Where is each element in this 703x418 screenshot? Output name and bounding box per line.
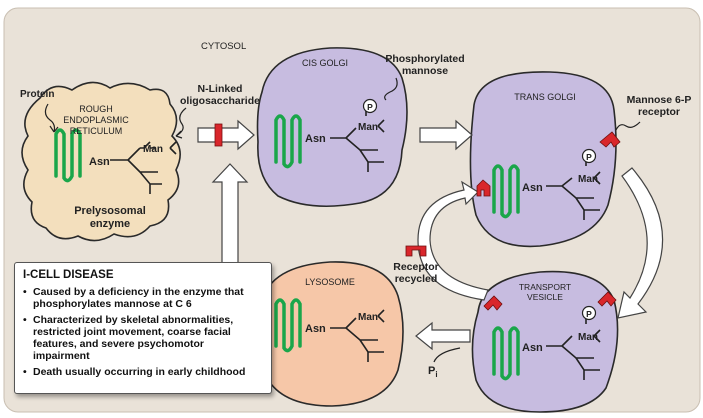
pointer-nlinked-head <box>175 130 183 139</box>
oligosaccharide-trans <box>546 158 601 220</box>
vesicle-label-1: TRANSPORT <box>519 282 571 292</box>
icell-bullet: Characterized by skeletal abnormalities,… <box>23 314 263 362</box>
oligosaccharide-lysosome <box>330 309 385 362</box>
protein-label: Protein <box>20 89 54 100</box>
protein-trans <box>492 164 520 219</box>
protein-rer <box>54 128 82 183</box>
receptor-label-1: Mannose 6-P <box>627 94 692 106</box>
icell-disease-box: I-CELL DISEASE Caused by a deficiency in… <box>14 262 272 394</box>
protein-lysosome <box>274 298 302 353</box>
vesicle-label-2: VESICLE <box>527 292 563 302</box>
pi-label: Pi <box>428 365 438 379</box>
arrow-rer-to-cis <box>197 119 255 151</box>
asn-rer: Asn <box>89 156 110 168</box>
receptor-label-2: receptor <box>638 106 680 118</box>
phosphate-cis-text: P <box>367 102 373 112</box>
rer-label-3: RETICULUM <box>70 126 123 136</box>
man-lysosome: Man <box>358 312 378 323</box>
arrow-icell-block <box>211 163 249 268</box>
man-rer: Man <box>143 144 163 155</box>
cytosol-label: CYTOSOL <box>201 41 246 52</box>
phosphorylated-label-2: mannose <box>402 65 448 77</box>
lysosome-label: LYSOSOME <box>305 277 355 287</box>
asn-trans: Asn <box>522 182 543 194</box>
phosphate-vesicle-text: P <box>586 309 592 319</box>
receptor-recycled <box>405 245 427 257</box>
rer-shape <box>21 81 181 242</box>
receptor-trans-empty <box>476 179 491 197</box>
trans-golgi-label: TRANS GOLGI <box>514 92 576 102</box>
man-cis: Man <box>358 122 378 133</box>
icell-block-marker <box>214 123 223 147</box>
asn-lysosome: Asn <box>305 323 326 335</box>
asn-cis: Asn <box>305 133 326 145</box>
pointer-receptor <box>615 121 641 131</box>
oligosaccharide-vesicle <box>546 316 601 380</box>
pointer-nlinked <box>175 107 187 137</box>
icell-bullet-list: Caused by a deficiency in the enzyme tha… <box>23 286 263 378</box>
icell-bullet: Death usually occurring in early childho… <box>23 366 263 378</box>
recycled-label-1: Receptor <box>393 261 439 273</box>
phosphorylated-label-1: Phosphorylated <box>385 53 464 65</box>
arrow-cis-to-trans <box>419 119 473 151</box>
pi-release-curve <box>433 347 461 363</box>
phosphate-trans-text: P <box>586 152 592 162</box>
phosphate-vesicle <box>581 305 597 321</box>
asn-vesicle: Asn <box>522 342 543 354</box>
phosphate-cis <box>362 98 378 114</box>
man-vesicle: Man <box>578 332 598 343</box>
pointer-protein-head <box>49 125 59 133</box>
oligosaccharide-rer <box>110 141 177 194</box>
rer-label-1: ROUGH <box>79 104 113 114</box>
arrow-trans-to-vesicle <box>617 167 664 319</box>
receptor-vesicle-left <box>483 295 503 311</box>
pointer-protein <box>44 103 56 133</box>
phosphate-trans <box>581 148 597 164</box>
prelysosomal-label-2: enzyme <box>90 218 130 230</box>
arrow-vesicle-to-lysosome <box>415 321 471 351</box>
cis-golgi-label: CIS GOLGI <box>302 58 348 68</box>
pointer-phosphorylated <box>384 77 398 101</box>
man-trans: Man <box>578 174 598 185</box>
recycled-label-2: recycled <box>395 273 438 285</box>
nlinked-label-1: N-Linked <box>198 83 243 95</box>
receptor-vesicle-right <box>597 291 617 307</box>
cis-golgi-shape <box>256 47 408 207</box>
receptor-trans-bound <box>599 131 621 148</box>
protein-vesicle <box>492 326 520 381</box>
icell-bullet: Caused by a deficiency in the enzyme tha… <box>23 286 263 310</box>
protein-cis <box>274 114 302 169</box>
prelysosomal-label-1: Prelysosomal <box>74 205 146 217</box>
rer-label-2: ENDOPLASMIC <box>63 115 129 125</box>
icell-title: I-CELL DISEASE <box>23 269 114 281</box>
nlinked-label-2: oligosaccharide <box>180 95 260 107</box>
